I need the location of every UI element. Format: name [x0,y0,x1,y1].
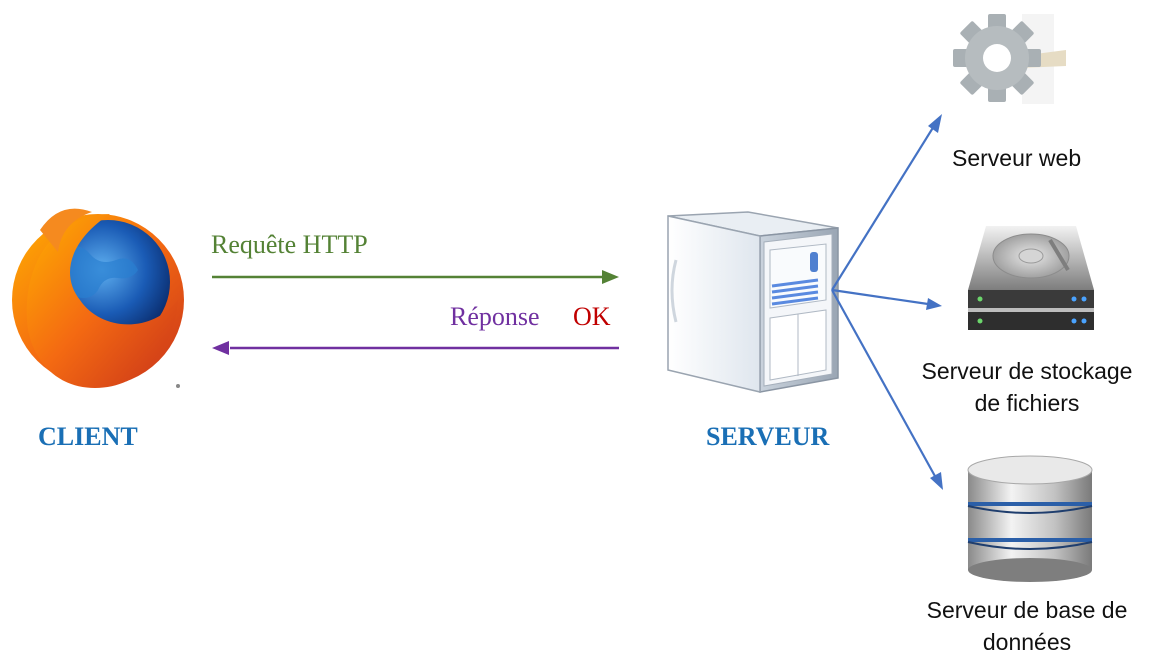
file-storage-label-line2: de fichiers [974,390,1080,416]
file-storage-label-line1: Serveur de stockage [921,358,1133,384]
database-label-line2: données [982,629,1072,655]
firefox-icon [12,208,184,388]
server-label: SERVEUR [706,422,830,451]
request-arrow [212,270,619,284]
gear-icon [953,14,1086,104]
request-label: Requête HTTP [211,230,368,259]
database-label-line1: Serveur de base de [926,597,1128,623]
response-status: OK [573,302,611,331]
connector-to-web [831,114,942,291]
connector-to-database [831,289,943,490]
client-label: CLIENT [38,422,138,451]
connector-to-storage [831,288,942,310]
response-arrow [212,341,619,355]
hard-drive-icon [968,226,1094,330]
response-label: Réponse [450,302,540,331]
file-storage-server-label: Serveur de stockage de fichiers [900,355,1154,419]
web-server-label: Serveur web [952,145,1082,171]
database-icon [967,455,1093,582]
database-server-label: Serveur de base de données [900,594,1154,658]
server-tower-icon [667,211,839,393]
